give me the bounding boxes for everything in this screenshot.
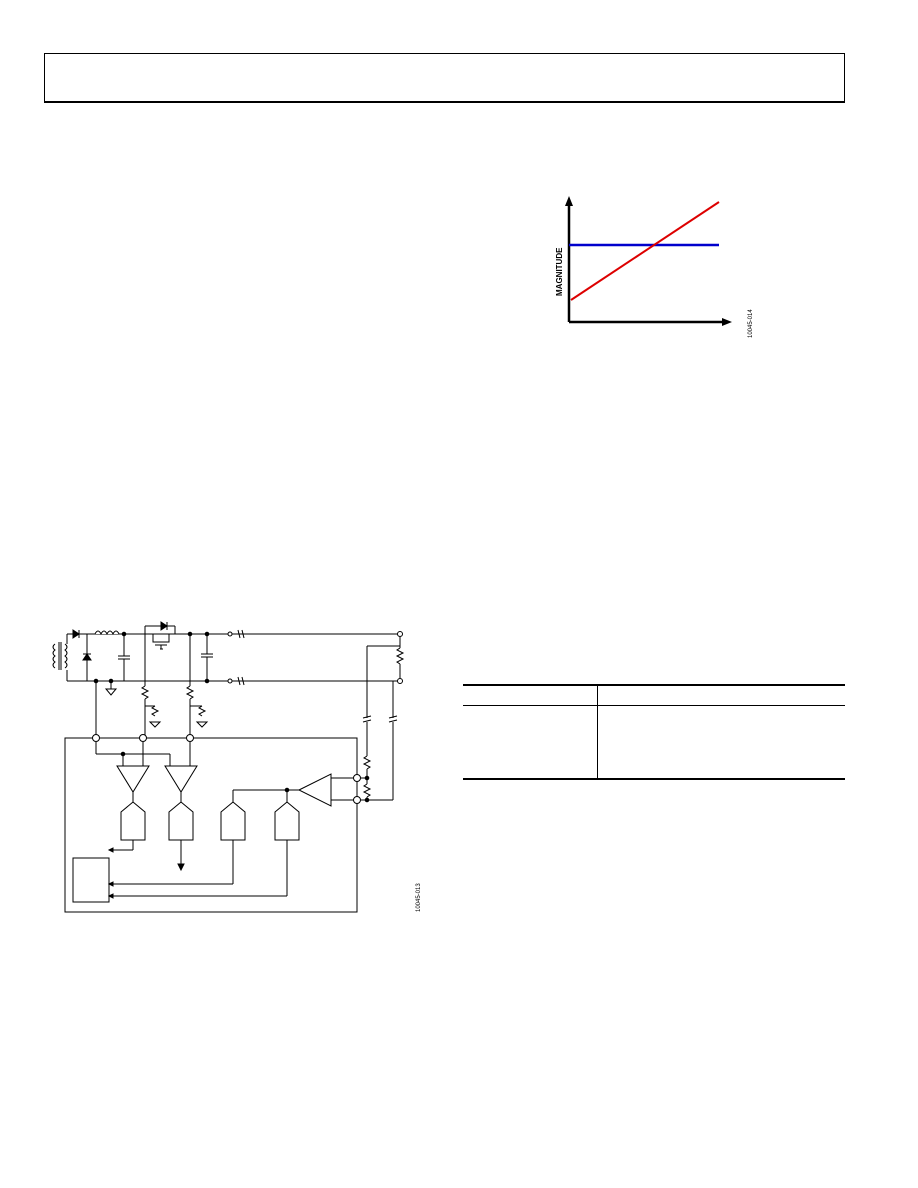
table-header-cell bbox=[463, 684, 598, 706]
mosfet bbox=[152, 634, 170, 649]
spec-table bbox=[463, 684, 845, 780]
circuit-figure: 10045-013 bbox=[45, 612, 425, 922]
adc-1 bbox=[120, 801, 146, 841]
adc-4 bbox=[274, 801, 300, 841]
adc-2 bbox=[168, 801, 194, 841]
mcu-block bbox=[72, 857, 110, 903]
circuit-diagram-svg: 10045-013 bbox=[52, 621, 422, 913]
amplifier-1 bbox=[116, 765, 150, 793]
diode-2 bbox=[82, 653, 92, 661]
y-axis-arrow bbox=[565, 196, 573, 206]
magnitude-figure: MAGNITUDE 10045-014 bbox=[540, 190, 770, 350]
x-axis-arrow bbox=[722, 318, 732, 326]
circuit-figure-id: 10045-013 bbox=[416, 883, 422, 912]
figure-id-label: 10045-014 bbox=[748, 309, 754, 338]
table-header-row bbox=[463, 684, 845, 706]
filter-resistor bbox=[362, 755, 372, 770]
transformer bbox=[52, 642, 68, 670]
diff-amplifier bbox=[297, 773, 332, 807]
adc-3 bbox=[220, 801, 246, 841]
sense-resistor-1 bbox=[140, 685, 150, 700]
table-cell bbox=[597, 705, 845, 780]
controller-chip-outline bbox=[64, 737, 358, 913]
diode-1 bbox=[72, 629, 80, 639]
diode-3 bbox=[160, 621, 168, 631]
magnitude-plot-svg: MAGNITUDE 10045-014 bbox=[555, 196, 754, 338]
sense-resistor-2 bbox=[185, 685, 195, 700]
inductor bbox=[94, 630, 120, 636]
table-row bbox=[463, 705, 845, 780]
rising-series-line bbox=[570, 201, 720, 301]
table-cell bbox=[463, 705, 598, 780]
table-header-cell bbox=[597, 684, 845, 706]
page-header-box bbox=[44, 53, 845, 103]
amplifier-2 bbox=[164, 765, 198, 793]
spec-table-wrap bbox=[463, 684, 845, 780]
y-axis-label: MAGNITUDE bbox=[555, 247, 564, 296]
load-resistor bbox=[395, 647, 405, 665]
